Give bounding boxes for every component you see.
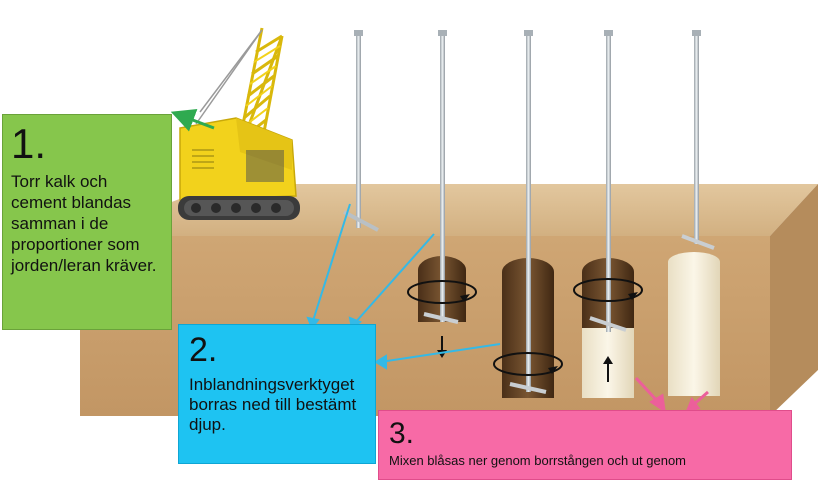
finished-column: [668, 30, 720, 396]
ground-side-face: [770, 184, 818, 416]
step1-number: 1.: [11, 120, 47, 167]
rotation-arrow-icon: [407, 280, 477, 304]
step3-number: 3.: [389, 417, 415, 450]
direction-arrow-icon: [603, 356, 613, 382]
step2-number: 2.: [189, 331, 218, 369]
step2-callout: 2. Inblandningsverktyget borras ned till…: [178, 324, 376, 464]
drill-stage-deep: [493, 30, 563, 398]
crawler-crane-icon: [178, 27, 300, 220]
step3-callout: 3. Mixen blåsas ner genom borrstången oc…: [378, 410, 792, 480]
step3-text: Mixen blåsas ner genom borrstången och u…: [389, 453, 687, 468]
drill-stage-mixing: [573, 30, 643, 398]
step2-pointer-arrows: [306, 203, 501, 370]
step3-pointer-arrows: [634, 376, 709, 414]
drill-rod-icon: [343, 30, 379, 232]
rotation-arrow-icon: [493, 352, 563, 376]
step2-text: Inblandningsverktyget borras ned till be…: [189, 375, 357, 434]
step1-text: Torr kalk och cement blandas samman i de…: [11, 172, 157, 275]
drill-stage-shallow: [407, 30, 477, 358]
step1-pointer-arrow: [170, 108, 215, 132]
rotation-arrow-icon: [573, 278, 643, 302]
step1-callout: 1. Torr kalk och cement blandas samman i…: [2, 114, 172, 330]
